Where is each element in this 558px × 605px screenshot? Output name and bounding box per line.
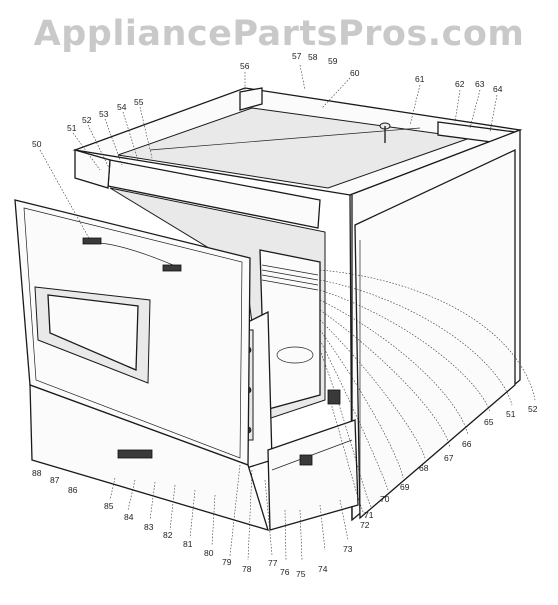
callout: 79 — [222, 557, 232, 567]
callout: 51 — [506, 409, 516, 419]
callout: 60 — [350, 68, 360, 78]
callout: 88 — [32, 468, 42, 478]
callout: 66 — [462, 439, 472, 449]
callout: 55 — [134, 97, 144, 107]
oven-door — [14, 199, 251, 466]
callout-labels: 56 57 58 59 60 61 62 63 64 50 51 52 53 5… — [32, 51, 538, 579]
callout: 85 — [104, 501, 114, 511]
callout: 53 — [99, 109, 109, 119]
callout: 56 — [240, 61, 250, 71]
callout: 75 — [296, 569, 306, 579]
callout: 74 — [318, 564, 328, 574]
leader-lines — [39, 64, 536, 561]
callout: 81 — [183, 539, 193, 549]
callout: 69 — [400, 482, 410, 492]
callout: 64 — [493, 84, 503, 94]
callout: 68 — [419, 463, 429, 473]
callout: 72 — [360, 520, 370, 530]
callout: 73 — [343, 544, 353, 554]
callout: 50 — [32, 139, 42, 149]
callout: 71 — [364, 510, 374, 520]
callout: 84 — [124, 512, 134, 522]
callout: 57 — [292, 51, 302, 61]
callout: 70 — [380, 494, 390, 504]
callout: 78 — [242, 564, 252, 574]
callout: 58 — [308, 52, 318, 62]
cooktop-frame — [72, 87, 523, 229]
storage-drawer — [29, 384, 359, 531]
callout: 61 — [415, 74, 425, 84]
callout: 52 — [528, 404, 538, 414]
callout: 59 — [328, 56, 338, 66]
callout: 65 — [484, 417, 494, 427]
callout: 83 — [144, 522, 154, 532]
callout: 52 — [82, 115, 92, 125]
callout: 54 — [117, 102, 127, 112]
callout: 82 — [163, 530, 173, 540]
callout: 76 — [280, 567, 290, 577]
callout: 86 — [68, 485, 78, 495]
watermark: AppliancePartsPros.com — [33, 14, 525, 54]
callout: 51 — [67, 123, 77, 133]
callout: 80 — [204, 548, 214, 558]
callout: 63 — [475, 79, 485, 89]
callout: 77 — [268, 558, 278, 568]
callout: 87 — [50, 475, 60, 485]
callout: 62 — [455, 79, 465, 89]
callout: 67 — [444, 453, 454, 463]
cabinet-body — [74, 129, 521, 522]
